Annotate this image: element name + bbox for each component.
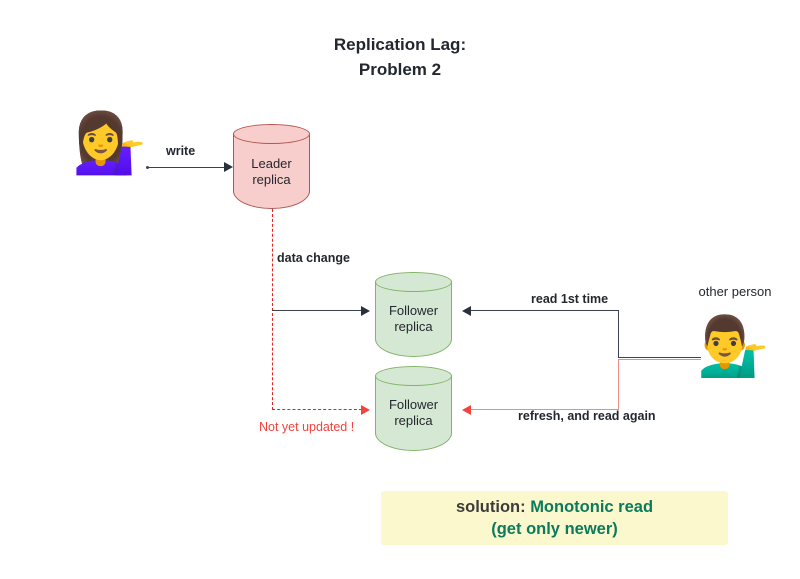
refresh-edge-arrowhead (462, 405, 471, 415)
page-title: Replication Lag: Problem 2 (333, 35, 467, 79)
write-edge-arrowhead (224, 162, 233, 172)
replication-edge-horizontal-upper (272, 310, 362, 311)
read-first-edge-segment-vertical (618, 310, 619, 358)
follower-replica-1-node: Follower replica (375, 272, 452, 357)
replication-edge-arrowhead-follower1 (361, 306, 370, 316)
follower-1-cylinder-top (375, 272, 452, 292)
follower-1-cylinder-body (375, 282, 452, 357)
refresh-read-again-edge-label: refresh, and read again (518, 409, 656, 423)
follower-2-cylinder-body (375, 376, 452, 451)
read-first-time-edge-label: read 1st time (531, 292, 609, 306)
leader-cylinder-top (233, 124, 310, 144)
read-first-edge-segment-right (618, 357, 701, 358)
solution-answer-label: Monotonic read (get only newer) (491, 498, 654, 538)
leader-replica-label: Leader replica (251, 156, 292, 187)
write-edge-start-dot (146, 166, 149, 169)
write-edge-line (149, 167, 225, 168)
read-first-edge-arrowhead (462, 306, 471, 316)
refresh-edge-segment-left (470, 409, 619, 410)
man-tipping-hand-emoji: 💁‍♂️ (697, 314, 770, 379)
solution-text: solution: Monotonic read (get only newer… (456, 496, 653, 540)
solution-callout: solution: Monotonic read (get only newer… (381, 491, 728, 545)
follower-replica-1-label: Follower replica (388, 303, 439, 334)
other-person-label: other person (698, 284, 772, 299)
not-yet-updated-label: Not yet updated ! (259, 420, 355, 434)
leader-replica-node: Leader replica (233, 124, 310, 209)
replication-edge-arrowhead-follower2 (361, 405, 370, 415)
follower-replica-2-node: Follower replica (375, 366, 452, 451)
refresh-edge-segment-right (618, 359, 701, 360)
write-edge-label: write (166, 144, 196, 158)
follower-2-cylinder-top (375, 366, 452, 386)
leader-cylinder-body (233, 134, 310, 209)
read-first-edge-segment-left (470, 310, 619, 311)
woman-tipping-hand-emoji: 💁‍♀️ (72, 109, 147, 176)
solution-prefix-label: solution: (455, 498, 531, 516)
refresh-edge-segment-vertical (618, 359, 619, 410)
replication-edge-horizontal-lower (272, 409, 362, 410)
replication-edge-vertical (272, 209, 273, 410)
data-change-edge-label: data change (277, 251, 350, 265)
follower-replica-2-label: Follower replica (388, 397, 439, 428)
